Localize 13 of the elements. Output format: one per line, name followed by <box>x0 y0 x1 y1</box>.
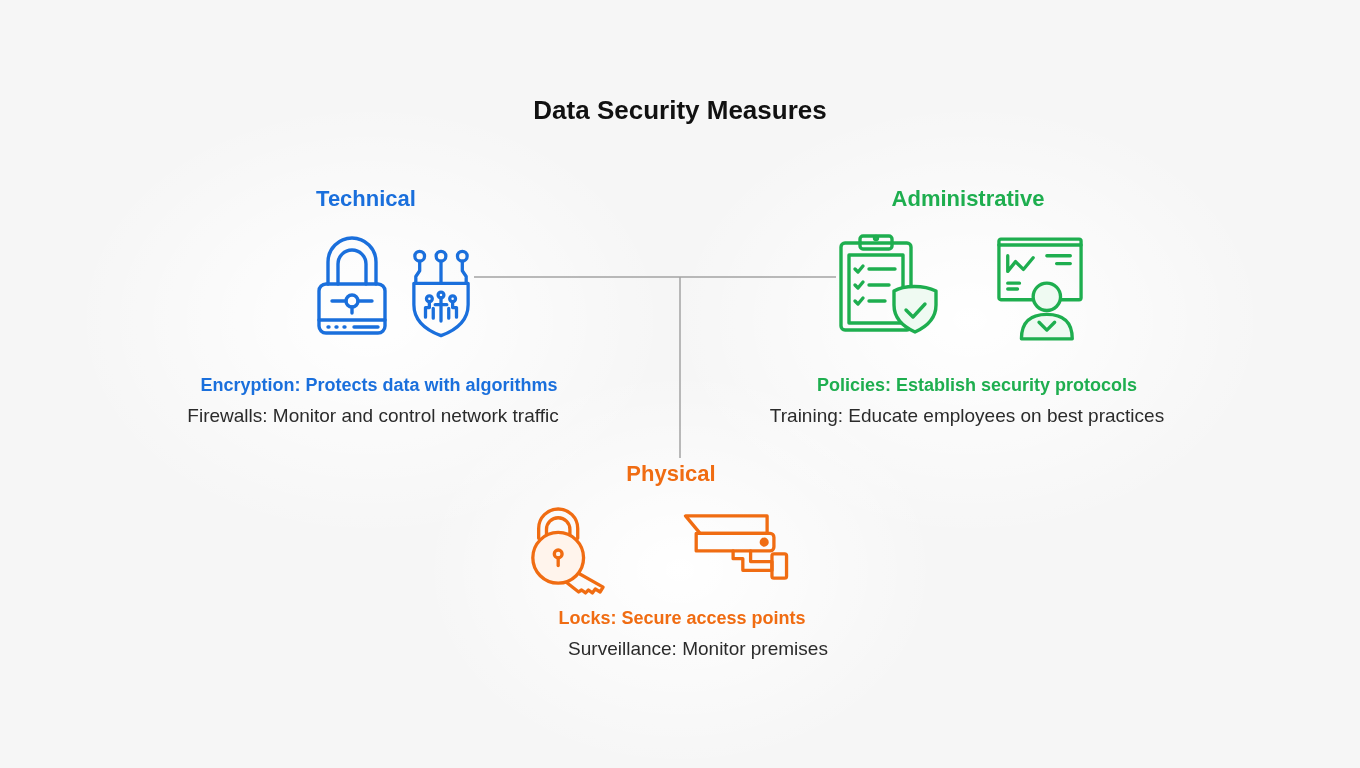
description-text: Locks: Secure access points <box>558 607 806 630</box>
connector-line <box>679 276 681 459</box>
description-text: Policies: Establish security protocols <box>816 374 1138 397</box>
diagram-title: Data Security Measures <box>533 94 827 127</box>
category-heading: Administrative <box>891 185 1045 213</box>
description-text: Training: Educate employees on best practices <box>769 404 1165 428</box>
connector-line <box>473 276 681 278</box>
description-text: Surveillance: Monitor premises <box>568 637 828 661</box>
connector-line <box>679 276 837 278</box>
description-text: Firewalls: Monitor and control network traffic <box>187 404 559 428</box>
description-text: Encryption: Protects data with algorithms <box>200 374 558 397</box>
category-heading: Technical <box>316 185 416 213</box>
category-heading: Physical <box>626 460 716 488</box>
